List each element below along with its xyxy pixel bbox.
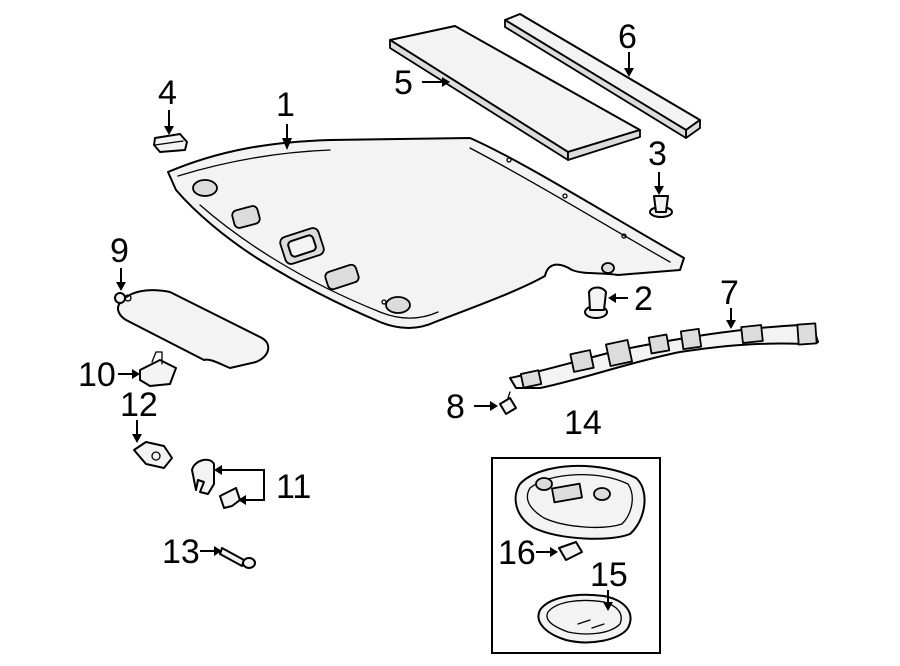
callout-8: 8 (446, 388, 465, 426)
callout-10: 10 (78, 356, 116, 394)
part-1-headliner (167, 137, 685, 329)
part-7-harness (509, 322, 819, 389)
callout-4: 4 (158, 74, 177, 112)
leader-15 (603, 590, 613, 611)
leader-8 (474, 401, 498, 411)
callout-9: 9 (110, 232, 129, 270)
leader-4 (164, 110, 174, 135)
leader-1 (282, 124, 292, 150)
callout-14: 14 (564, 404, 602, 442)
callout-16: 16 (498, 534, 536, 572)
part-9-visor (114, 289, 270, 369)
leader-10 (118, 369, 140, 379)
callout-2: 2 (634, 280, 653, 318)
callout-3: 3 (648, 135, 667, 173)
part-4-block (153, 133, 188, 153)
callout-1: 1 (276, 86, 295, 124)
leader-13 (200, 546, 222, 556)
leader-9 (116, 268, 126, 291)
part-6-strip (504, 13, 701, 139)
leader-12 (132, 420, 142, 443)
leader-7 (726, 308, 736, 329)
leader-3 (654, 172, 664, 195)
callout-15: 15 (590, 556, 628, 594)
part-14-box (491, 457, 661, 654)
callout-13: 13 (162, 533, 200, 571)
leader-2 (608, 293, 628, 303)
callout-6: 6 (618, 18, 637, 56)
part-3-fastener (649, 195, 673, 218)
part-11-clips (191, 458, 241, 509)
part-15-lens (537, 593, 632, 644)
callout-11: 11 (276, 468, 311, 506)
part-2-clip (584, 286, 608, 319)
part-12-bracket (133, 441, 173, 469)
leader-11 (214, 465, 265, 505)
part-16-bulb (558, 541, 583, 561)
part-10-holder (139, 351, 177, 387)
callout-7: 7 (720, 274, 739, 312)
leader-5 (422, 77, 450, 87)
part-5-pad (389, 25, 641, 161)
part-13-bolt (219, 547, 256, 569)
callout-5: 5 (394, 64, 413, 102)
leader-6 (624, 52, 634, 77)
callout-12: 12 (120, 386, 158, 424)
part-8-clip (499, 391, 517, 415)
leader-16 (536, 547, 558, 557)
